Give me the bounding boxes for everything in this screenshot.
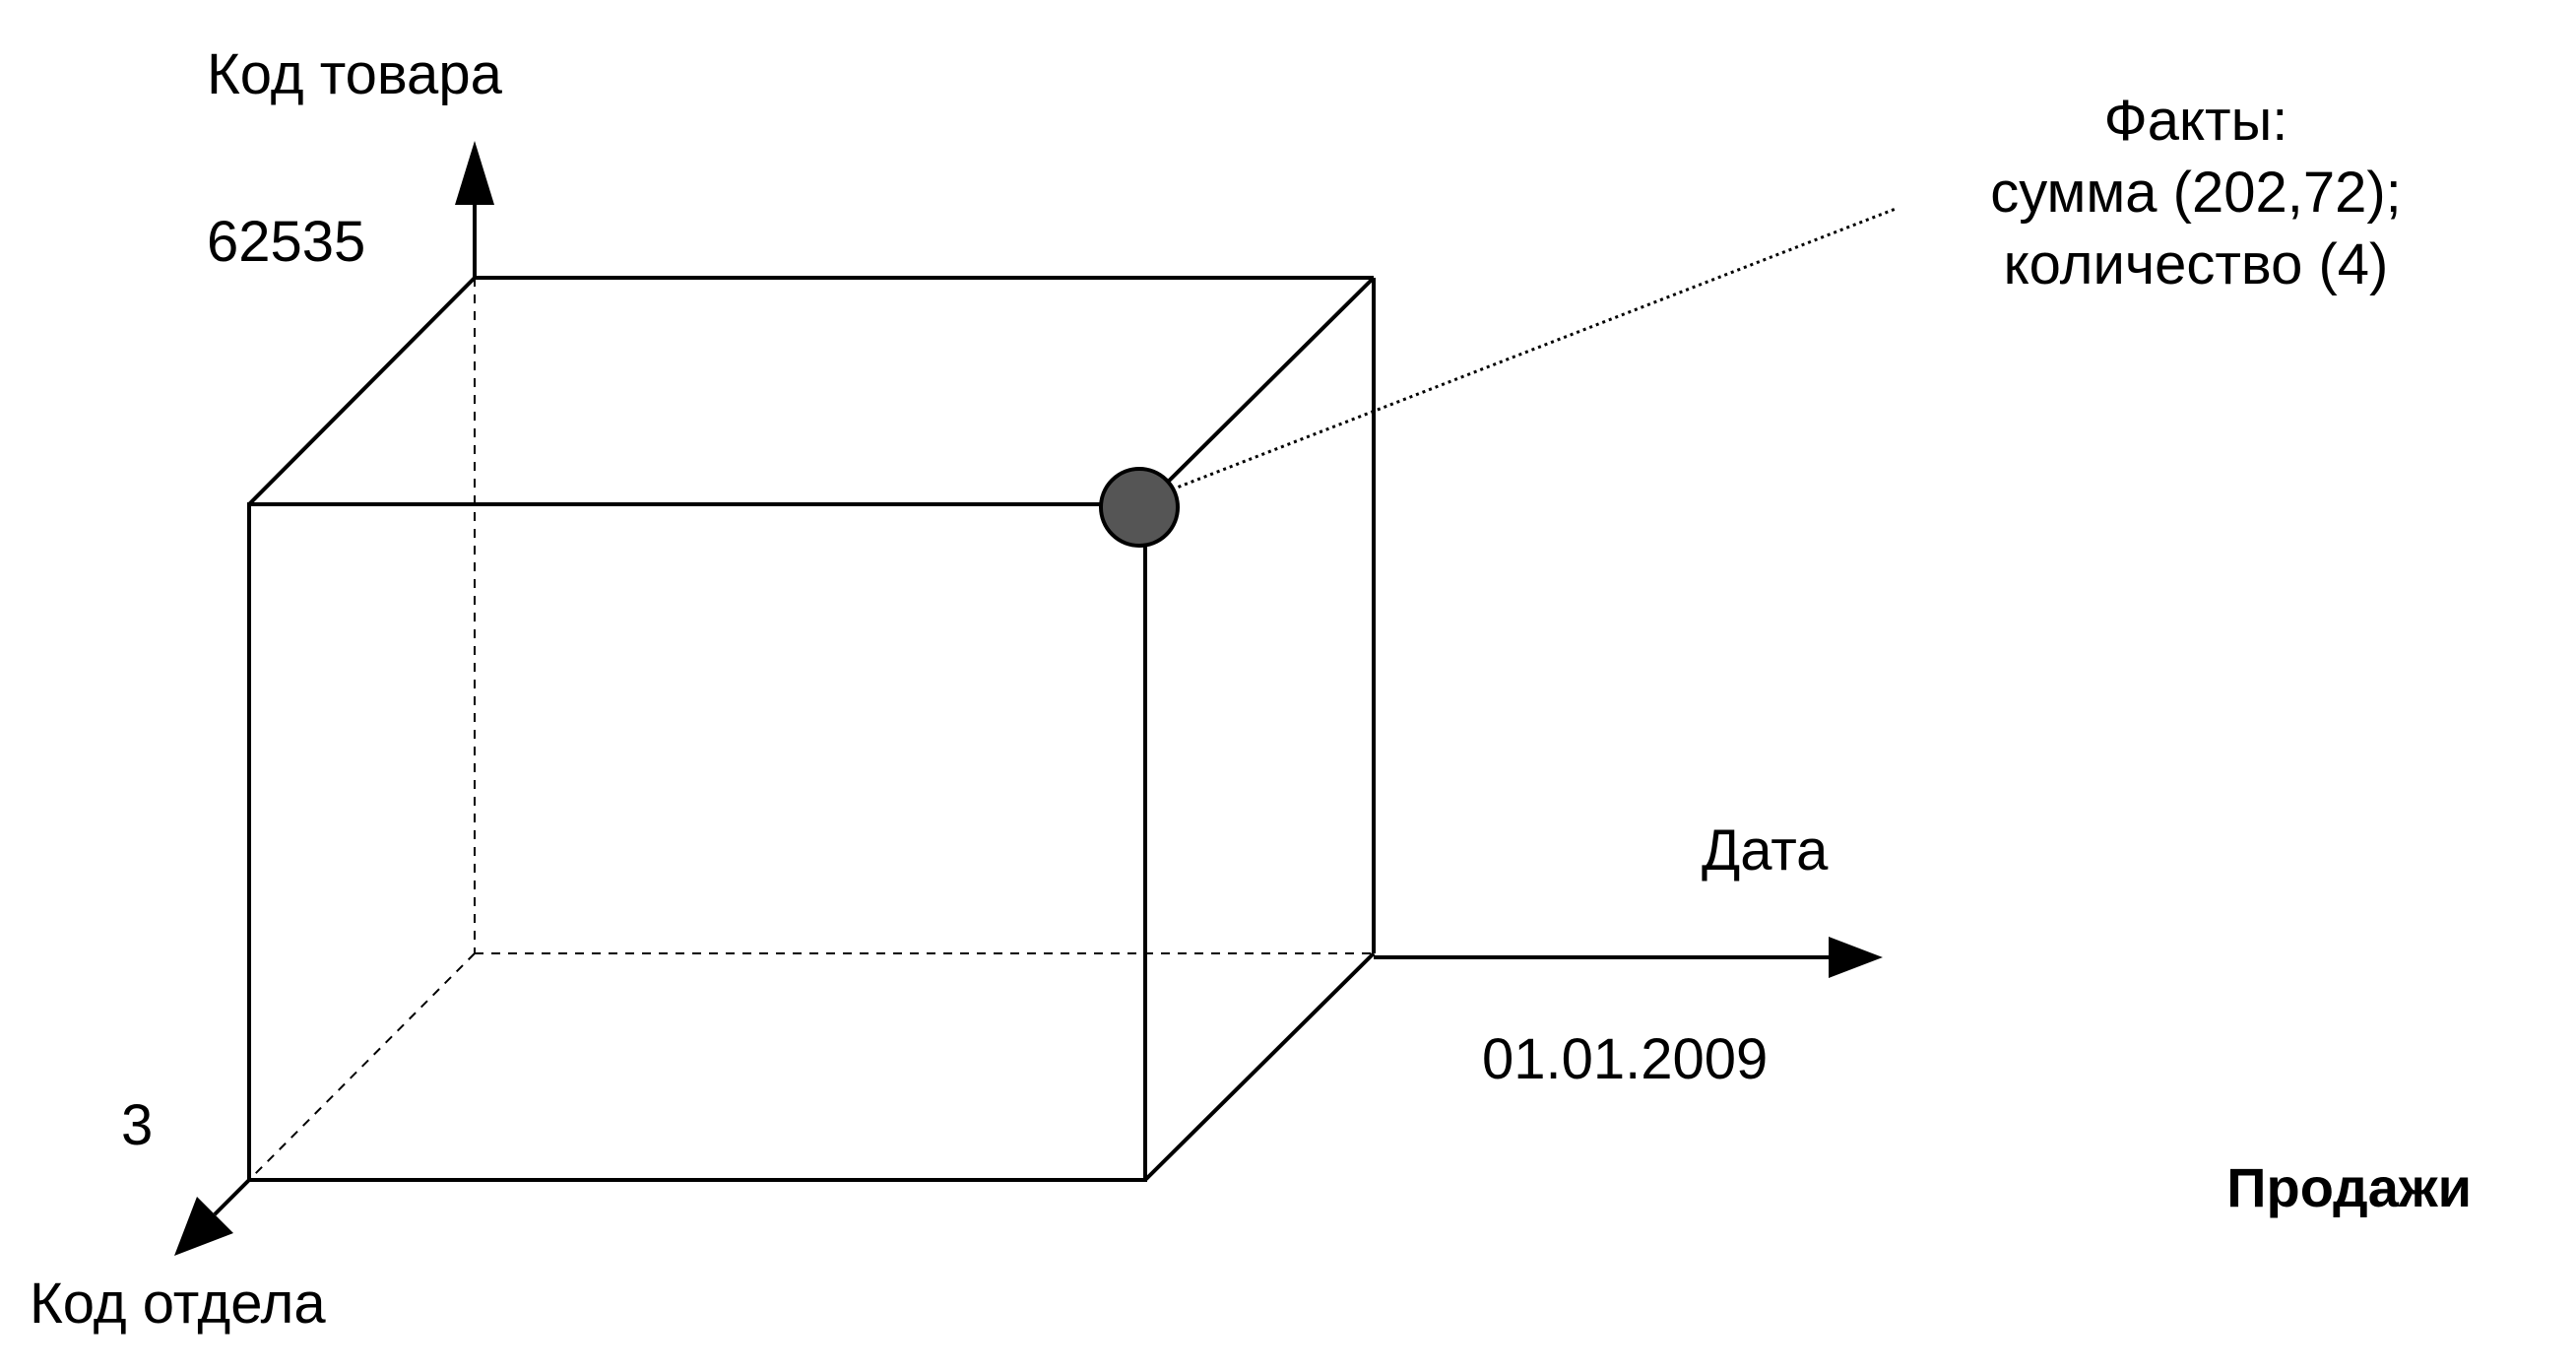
axis-date-value: 01.01.2009 [1482, 1027, 1768, 1091]
axis-department-value: 3 [121, 1093, 153, 1157]
diagram-title: Продажи [2226, 1156, 2472, 1218]
cube-bottom-right-edge [1143, 951, 1376, 1182]
axis-product [455, 141, 494, 278]
axis-product-value: 62535 [207, 210, 365, 274]
facts-leader-line [1171, 207, 1897, 491]
axis-date-label: Дата [1702, 818, 1829, 882]
axis-department-line [213, 1178, 251, 1216]
axis-product-label: Код товара [207, 42, 503, 106]
cube-hidden-edges [248, 278, 1374, 1181]
axis-product-arrow-icon [455, 141, 494, 205]
axis-department-label: Код отдела [30, 1272, 326, 1336]
fact-point [1099, 467, 1180, 548]
cube-front-face [247, 502, 1147, 1182]
cube-back-depth-edge [248, 952, 476, 1181]
facts-header: Факты: [2104, 89, 2288, 153]
cube-top-left-edge [247, 276, 477, 506]
axis-department-arrow-icon [174, 1197, 233, 1256]
axis-department [174, 1178, 251, 1256]
facts-sum: сумма (202,72); [1990, 161, 2402, 225]
axis-date-arrow-icon [1829, 937, 1883, 978]
axis-date [1374, 937, 1883, 978]
cube-visible-edges [247, 276, 1376, 1182]
facts-quantity: количество (4) [2004, 232, 2389, 296]
cube-top-right-edge [1143, 276, 1376, 506]
facts-block: Факты: сумма (202,72); количество (4) [1990, 89, 2402, 296]
